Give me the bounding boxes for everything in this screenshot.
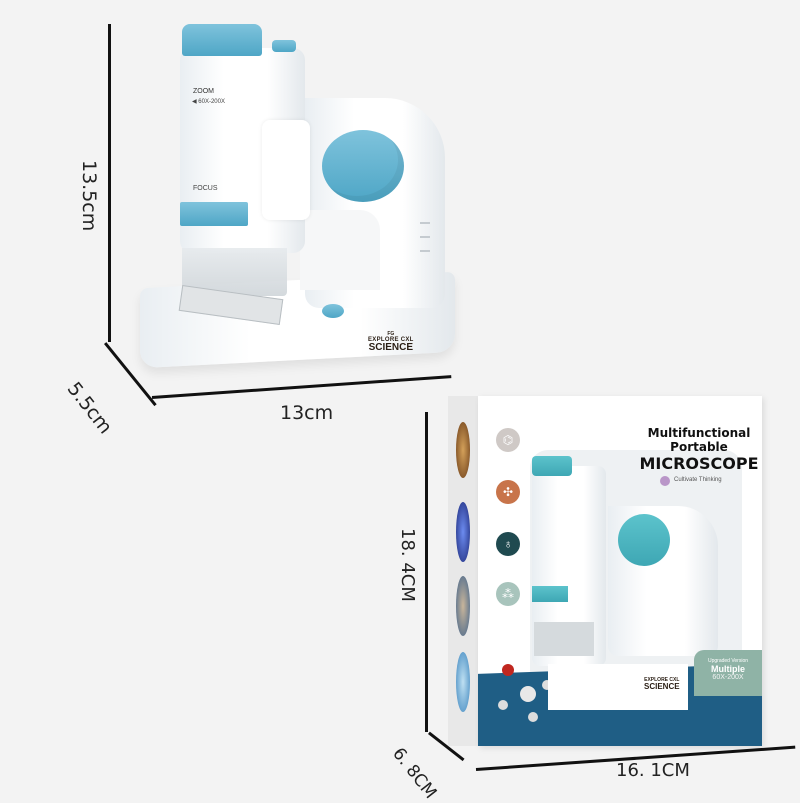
- side-image-4: [456, 652, 470, 712]
- box-brand-line2: SCIENCE: [644, 682, 680, 691]
- box-height-dimension-line: [425, 412, 428, 732]
- brand-logo: FG EXPLORE CXL SCIENCE: [368, 332, 414, 353]
- zoom-range-label: ◀ 60X-200X: [192, 99, 225, 105]
- side-image-3: [456, 576, 470, 636]
- box-microscope-lens: [534, 622, 594, 656]
- brand-line2: SCIENCE: [368, 342, 414, 353]
- box-tagline: Cultivate Thinking: [674, 477, 722, 483]
- box-microscope-focus-ring: [532, 586, 568, 602]
- badge-line3: 60X-200X: [712, 674, 744, 681]
- arm-vent-1: [420, 222, 430, 224]
- box-title-line2: Portable: [670, 440, 728, 454]
- box-depth-label: 6. 8CM: [388, 744, 441, 803]
- box-height-label: 18. 4CM: [397, 528, 418, 602]
- body-side-panel: [262, 120, 310, 220]
- cells-icon: ⁂: [496, 582, 520, 606]
- molecule-model: [498, 664, 558, 724]
- box-brand-line1: EXPLORE CXL: [644, 677, 680, 683]
- product-box: ⌬ ✣ ♁ ⁂ Multifunctional Portable MICROSC…: [448, 396, 768, 746]
- light-button: [272, 40, 296, 52]
- molecule-icon: ✣: [496, 480, 520, 504]
- focus-label: FOCUS: [193, 185, 218, 192]
- zoom-label: ZOOM: [193, 88, 214, 95]
- arm-vent-3: [420, 250, 430, 252]
- width-label: 13cm: [280, 402, 334, 424]
- light-switch: [322, 304, 344, 318]
- box-title-line3: MICROSCOPE: [639, 454, 759, 473]
- side-image-1: [456, 422, 470, 478]
- box-title-line1: Multifunctional: [647, 426, 751, 440]
- box-width-label: 16. 1CM: [616, 760, 690, 781]
- focus-ring: [180, 202, 248, 226]
- box-microscope-knob: [618, 514, 670, 566]
- depth-label: 5.5cm: [62, 378, 117, 439]
- zoom-ring: [182, 24, 262, 56]
- microscope-icon: ♁: [496, 532, 520, 556]
- arm-cutout: [300, 210, 380, 290]
- badge-line1: Upgraded Version: [707, 658, 749, 664]
- badge-line2: Multiple: [711, 664, 745, 674]
- box-microscope-zoom-ring: [532, 456, 572, 476]
- brand-line1: EXPLORE CXL: [368, 337, 414, 343]
- version-badge: Upgraded Version Multiple 60X-200X: [694, 650, 762, 696]
- microscope-product: ZOOM ◀ 60X-200X FOCUS FG EXPLORE CXL SCI…: [140, 10, 460, 390]
- arm-vent-2: [420, 236, 430, 238]
- height-dimension-line: [108, 24, 111, 342]
- dna-icon: ⌬: [496, 428, 520, 452]
- tagline-icon: [660, 476, 670, 486]
- box-microscope-base: [548, 664, 688, 710]
- height-label: 13.5cm: [78, 160, 100, 232]
- box-brand-logo: EXPLORE CXL SCIENCE: [644, 678, 680, 691]
- brand-small: FG: [387, 331, 395, 337]
- focus-knob: [322, 130, 404, 202]
- side-image-2: [456, 502, 470, 562]
